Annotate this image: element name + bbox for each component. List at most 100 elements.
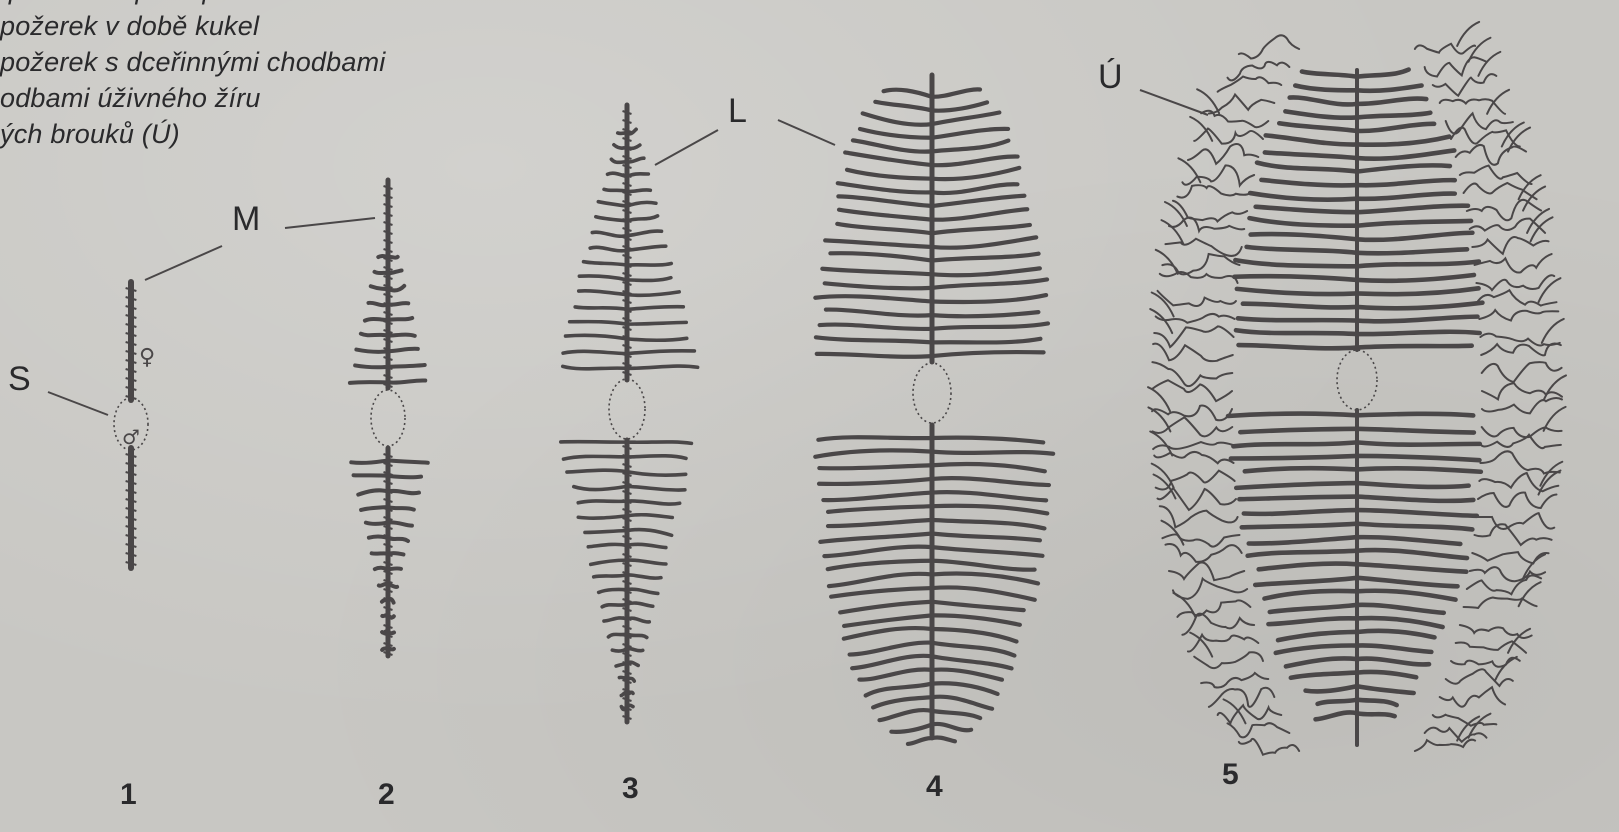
larval-gallery <box>932 520 1044 529</box>
egg-niche <box>623 509 632 512</box>
feeding-gallery <box>1481 344 1561 356</box>
larval-gallery <box>1357 70 1409 77</box>
feeding-gallery <box>1194 129 1263 144</box>
larval-gallery <box>932 724 971 730</box>
larval-gallery <box>1357 206 1468 212</box>
larval-gallery <box>838 183 932 192</box>
larval-gallery <box>1357 113 1430 118</box>
egg-niche <box>623 228 632 231</box>
egg-niche <box>623 111 632 114</box>
egg-niche <box>384 312 393 315</box>
larval-gallery <box>1248 551 1357 556</box>
larval-gallery <box>932 561 1035 570</box>
larval-gallery <box>627 366 698 368</box>
larval-gallery <box>388 365 425 367</box>
larval-gallery <box>1268 618 1357 624</box>
larval-gallery <box>627 442 691 443</box>
larval-gallery <box>627 486 685 490</box>
larval-gallery <box>1357 150 1454 158</box>
larval-gallery <box>388 380 425 382</box>
larval-gallery <box>1357 137 1449 145</box>
larval-gallery <box>819 465 932 468</box>
feeding-gallery <box>1475 524 1552 545</box>
larval-gallery <box>822 269 932 274</box>
feeding-gallery-branch <box>1165 202 1187 226</box>
feeding-gallery <box>1472 237 1548 254</box>
larval-gallery <box>388 318 412 320</box>
larval-gallery <box>578 501 627 503</box>
feeding-gallery-branch <box>1150 309 1172 333</box>
feeding-gallery <box>1476 513 1554 529</box>
larval-gallery <box>584 262 627 265</box>
larval-gallery <box>1357 442 1480 444</box>
larval-gallery <box>932 643 1014 656</box>
egg-niche <box>384 195 393 198</box>
feeding-gallery <box>1239 739 1299 755</box>
egg-niche <box>623 482 632 485</box>
larval-gallery <box>1357 510 1477 516</box>
feeding-gallery-branch <box>1156 250 1178 274</box>
larval-gallery <box>366 523 388 524</box>
larval-gallery <box>1357 194 1455 199</box>
larval-gallery <box>816 337 932 342</box>
larval-gallery <box>932 438 1043 443</box>
larval-gallery <box>369 536 388 538</box>
larval-gallery <box>388 335 415 336</box>
larval-gallery <box>1357 303 1482 309</box>
larval-gallery <box>1238 318 1357 320</box>
feeding-gallery-branch <box>1150 431 1172 455</box>
egg-niche <box>384 652 393 655</box>
feeding-gallery <box>1482 427 1562 437</box>
larval-gallery <box>1249 218 1357 226</box>
egg-niche <box>384 276 393 279</box>
larval-gallery <box>884 90 932 97</box>
egg-niche <box>623 138 632 141</box>
egg-niche <box>623 156 632 159</box>
feeding-gallery <box>1153 344 1233 361</box>
larval-gallery <box>627 338 687 340</box>
larval-gallery <box>825 240 932 247</box>
larval-gallery <box>932 209 1027 219</box>
larval-gallery <box>875 102 932 111</box>
feeding-gallery-branch <box>1478 52 1500 76</box>
larval-gallery <box>932 339 1040 343</box>
egg-niche <box>623 698 632 701</box>
egg-niche <box>384 222 393 225</box>
feeding-gallery <box>1482 362 1562 382</box>
mating-chamber <box>609 379 645 439</box>
larval-gallery <box>932 478 1049 485</box>
leader-s <box>48 392 108 415</box>
feeding-gallery <box>1156 314 1235 323</box>
larval-gallery <box>1357 497 1473 501</box>
egg-niche <box>384 249 393 252</box>
egg-niche <box>623 300 632 303</box>
egg-niche <box>623 599 632 602</box>
larval-gallery <box>830 253 932 260</box>
larval-gallery <box>1357 564 1466 571</box>
larval-gallery <box>932 254 1039 261</box>
larval-gallery <box>845 152 932 165</box>
egg-niche <box>623 716 632 719</box>
egg-niche <box>623 282 632 285</box>
larval-gallery <box>828 506 932 512</box>
leader-m-2 <box>285 218 375 228</box>
label-m-maternal-gallery: M <box>232 200 260 239</box>
mating-chamber <box>371 390 405 446</box>
egg-niche <box>623 671 632 674</box>
feeding-gallery <box>1472 552 1548 563</box>
leader-u <box>1140 90 1208 115</box>
larval-gallery <box>1236 483 1357 488</box>
larval-gallery <box>1239 497 1357 500</box>
larval-gallery <box>873 697 932 707</box>
feeding-gallery-branch <box>1487 90 1509 114</box>
egg-niche <box>623 201 632 204</box>
egg-niche <box>384 481 393 484</box>
larval-gallery <box>579 291 627 295</box>
larval-gallery <box>1249 537 1357 543</box>
larval-gallery <box>932 141 1008 152</box>
larval-gallery <box>351 460 388 463</box>
feeding-gallery-branch <box>1197 89 1219 113</box>
larval-gallery <box>828 520 932 526</box>
larval-gallery <box>361 334 388 336</box>
larval-gallery <box>818 437 932 440</box>
